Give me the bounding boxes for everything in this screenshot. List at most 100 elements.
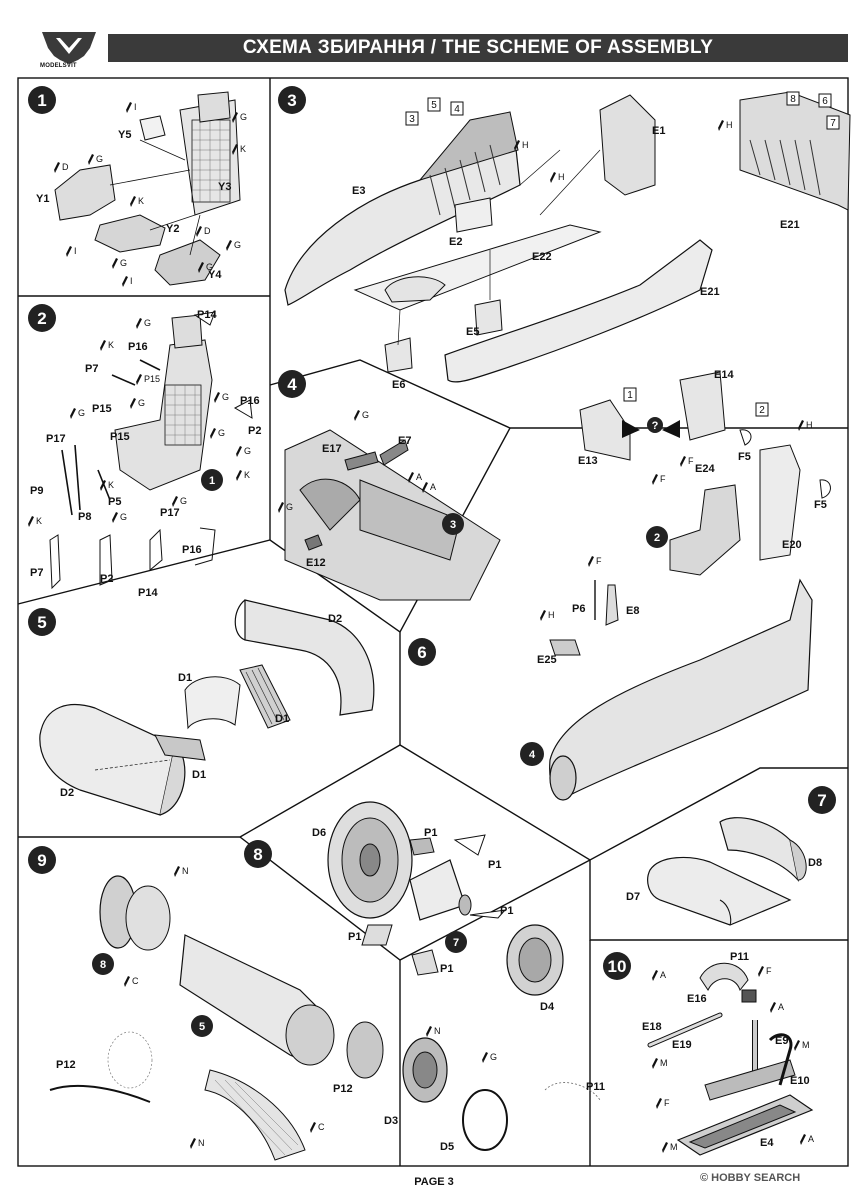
paint-code: A — [778, 1002, 784, 1012]
paint-code: F — [660, 474, 666, 484]
step-10: 10 P11 E16 E18 E19 E9 E10 E4 P11 A F A M… — [544, 951, 814, 1156]
paint-code: N — [182, 866, 189, 876]
paint-code: A — [808, 1134, 814, 1144]
step-2: 2 1 P14 P16 P7 P15 P16 P15 P2 — [28, 304, 261, 599]
part-label: P8 — [78, 511, 91, 523]
svg-text:3: 3 — [409, 114, 415, 125]
part-label: P14 — [197, 309, 217, 321]
paint-code: C — [318, 1122, 325, 1132]
paint-code: A — [660, 970, 666, 980]
part-label: E25 — [537, 654, 557, 666]
part-label: E18 — [642, 1021, 662, 1033]
part-label: P16 — [240, 395, 260, 407]
svg-text:2: 2 — [759, 405, 765, 416]
part-label: E14 — [714, 369, 734, 381]
paint-code: F — [766, 966, 772, 976]
paint-code: G — [222, 392, 229, 402]
paint-code: G — [218, 428, 225, 438]
svg-text:7: 7 — [830, 118, 836, 129]
part-label: E19 — [672, 1039, 692, 1051]
part-label: E1 — [652, 125, 665, 137]
part-label: P11 — [586, 1081, 605, 1093]
paint-code: N — [198, 1138, 205, 1148]
step-ref: 2 — [654, 532, 660, 544]
part-label: D1 — [275, 713, 289, 725]
step-ref: 1 — [209, 475, 215, 487]
svg-text:6: 6 — [822, 96, 828, 107]
part-label: P14 — [138, 587, 158, 599]
part-label: D2 — [328, 613, 342, 625]
paint-callouts: N C N G C N — [124, 866, 497, 1149]
part-label: P1 — [500, 905, 513, 917]
part-label: E4 — [760, 1137, 774, 1149]
paint-code: G — [206, 262, 213, 272]
paint-code: C — [132, 976, 139, 986]
part-label: E6 — [392, 379, 405, 391]
part-label: D8 — [808, 857, 822, 869]
step-ref: 4 — [529, 749, 536, 761]
paint-code: K — [108, 340, 114, 350]
part-label: Y2 — [166, 223, 179, 235]
paint-code: K — [108, 480, 114, 490]
step-ref: 8 — [100, 959, 106, 971]
page-header: MODELSVIT СХЕМА ЗБИРАННЯ / THE SCHEME OF… — [38, 30, 848, 70]
paint-code: K — [36, 516, 42, 526]
part-label: P17 — [160, 507, 180, 519]
svg-text:?: ? — [652, 420, 659, 432]
part-label: E20 — [782, 539, 802, 551]
paint-code: G — [78, 408, 85, 418]
part-label: P9 — [30, 485, 43, 497]
step-3: 3 3 — [278, 86, 851, 391]
watermark: © HOBBY SEARCH — [700, 1172, 801, 1184]
part-label: D7 — [626, 891, 640, 903]
paint-code: H — [558, 172, 565, 182]
part-label: D3 — [384, 1115, 398, 1127]
paint-code: G — [286, 502, 293, 512]
paint-code: H — [522, 140, 529, 150]
step-8-number: 8 — [253, 845, 262, 864]
paint-code: D — [204, 226, 211, 236]
paint-code: G — [120, 512, 127, 522]
part-label: P16 — [182, 544, 202, 556]
part-label: Y5 — [118, 129, 131, 141]
part-label: E21 — [700, 286, 720, 298]
paint-code: P15 — [144, 374, 160, 384]
part-label: P1 — [488, 859, 501, 871]
paint-code: F — [596, 556, 602, 566]
paint-code: I — [74, 246, 77, 256]
part-label: E9 — [775, 1035, 788, 1047]
step-ref: 5 — [199, 1021, 205, 1033]
part-label: P7 — [85, 363, 98, 375]
paint-code: K — [138, 196, 144, 206]
part-label: P11 — [730, 951, 749, 963]
part-label: E10 — [790, 1075, 810, 1087]
part-label: E21 — [780, 219, 800, 231]
logo-text: MODELSVIT — [40, 63, 77, 69]
step-9: 9 8 5 P12 P12 D3 D5 N C N G C N — [28, 846, 508, 1161]
paint-code: D — [62, 162, 69, 172]
part-label: E17 — [322, 443, 342, 455]
part-label: E7 — [398, 435, 411, 447]
part-label: Y1 — [36, 193, 49, 205]
part-label: F5 — [738, 451, 751, 463]
paint-code: H — [806, 420, 813, 430]
paint-code: G — [180, 496, 187, 506]
step-5: 5 D2 D1 D1 D1 D2 — [28, 599, 375, 816]
paint-code: G — [244, 446, 251, 456]
part-label: D2 — [60, 787, 74, 799]
part-label: E8 — [626, 605, 639, 617]
paint-callouts: G A A G — [278, 410, 436, 513]
paint-code: G — [120, 258, 127, 268]
paint-code: F — [664, 1098, 670, 1108]
paint-code: A — [416, 472, 422, 482]
step-ref: 7 — [453, 937, 459, 949]
svg-text:1: 1 — [627, 390, 633, 401]
step-ref: 3 — [450, 519, 456, 531]
paint-code: G — [490, 1052, 497, 1062]
part-label: D5 — [440, 1141, 454, 1153]
paint-code: G — [138, 398, 145, 408]
paint-code: K — [244, 470, 250, 480]
step-10-number: 10 — [608, 957, 627, 976]
paint-code: I — [134, 102, 137, 112]
